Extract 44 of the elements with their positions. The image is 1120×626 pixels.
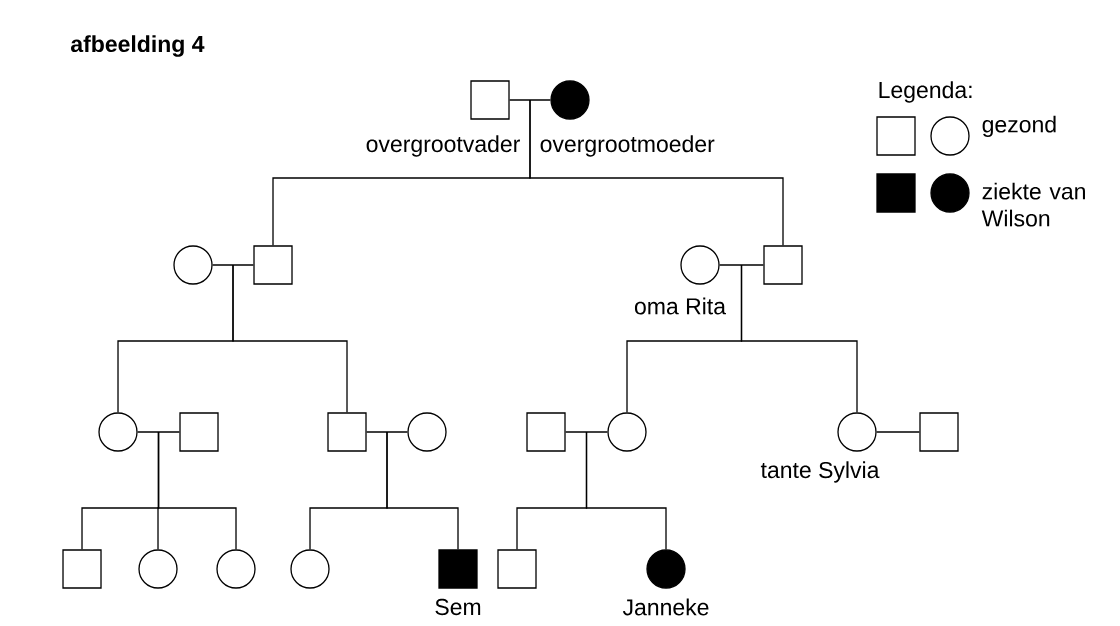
square-symbol — [763, 245, 803, 285]
descent-line — [529, 99, 784, 246]
descent-line — [740, 264, 858, 413]
descent-line — [386, 431, 459, 550]
partner-line — [565, 431, 608, 433]
circle-symbol — [607, 412, 647, 452]
circle-symbol — [646, 549, 686, 589]
square-symbol — [526, 412, 566, 452]
square-symbol — [327, 412, 367, 452]
circle-symbol — [550, 80, 590, 120]
person-name: Janneke — [622, 598, 709, 616]
circle-symbol — [216, 549, 256, 589]
person-name: overgrootvader — [366, 135, 520, 157]
partner-line — [137, 431, 180, 433]
descent-line — [585, 431, 667, 550]
circle-symbol — [98, 412, 138, 452]
square-symbol — [62, 549, 102, 589]
circle-symbol — [138, 549, 178, 589]
person-name: tante Sylvia — [760, 461, 880, 483]
person-name: Sem — [435, 598, 481, 616]
partner-line — [719, 264, 764, 266]
legend-text: ziekte van Wilson — [981, 182, 1085, 227]
circle-symbol — [173, 245, 213, 285]
descent-line — [157, 431, 237, 550]
square-symbol — [438, 549, 478, 589]
legend-heading: Legenda: — [879, 81, 972, 103]
square-symbol — [919, 412, 959, 452]
circle-symbol — [680, 245, 720, 285]
partner-line — [366, 431, 408, 433]
legend-text: gezond — [982, 115, 1056, 138]
partner-line — [876, 431, 920, 433]
square-symbol — [497, 549, 537, 589]
square-symbol — [253, 245, 293, 285]
square-symbol — [470, 80, 510, 120]
partner-line — [509, 99, 551, 101]
square-symbol — [179, 412, 219, 452]
circle-symbol — [837, 412, 877, 452]
descent-line — [232, 264, 348, 413]
circle-symbol — [290, 549, 330, 589]
circle-symbol — [407, 412, 447, 452]
person-name: overgrootmoeder — [540, 135, 715, 157]
title: afbeelding 4 — [71, 35, 205, 57]
partner-line — [212, 264, 254, 266]
person-name: oma Rita — [634, 297, 726, 315]
